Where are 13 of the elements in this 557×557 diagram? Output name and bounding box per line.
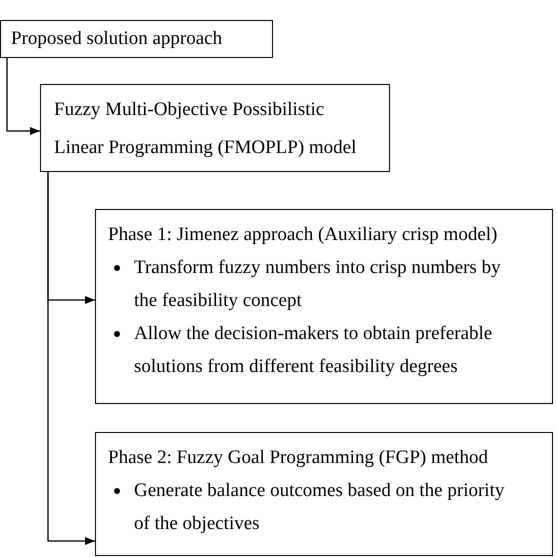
bullet-text: Allow the decision-makers to obtain preferable solutions from different feasibility degrees: [134, 323, 492, 377]
box-title: Phase 1: Jimenez approach (Auxiliary crisp model): [108, 223, 498, 247]
process-box: [0, 20, 273, 58]
box-title: Fuzzy Multi-Objective Possibilistic Linear Programming (FMOPLP) model: [54, 98, 358, 160]
bullet-text: Transform fuzzy numbers into crisp numbers by the feasibility concept: [134, 257, 501, 311]
bullet-text: Generate balance outcomes based on the priority of the objectives: [134, 480, 504, 534]
arrow: [47, 172, 95, 545]
process-box: [95, 209, 553, 404]
arrow: [6, 58, 40, 135]
process-box: [95, 432, 553, 556]
box-title: Proposed solution approach: [11, 28, 224, 50]
process-box: [40, 84, 390, 172]
box-title: Phase 2: Fuzzy Goal Programming (FGP) method: [108, 446, 489, 470]
